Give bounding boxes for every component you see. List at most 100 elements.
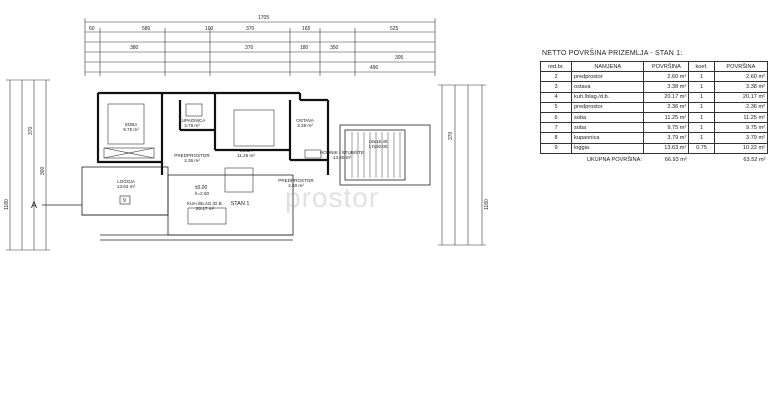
- dim-right: 370: [448, 131, 454, 140]
- cell: 6: [539, 111, 573, 124]
- room-area: 13.63 m²: [117, 184, 136, 189]
- section-marker-label: A: [31, 200, 37, 210]
- total-net: 63.52 m²: [743, 156, 766, 163]
- room-area: 13.60 m²: [333, 155, 352, 160]
- cell: 1: [688, 71, 715, 83]
- left-dimension-lines: [6, 79, 50, 251]
- room-name: KUPAONICA: [179, 118, 207, 123]
- overall-dimension: 1705: [258, 15, 269, 21]
- room-marker-text: 9: [123, 198, 126, 204]
- room-area: 11.25 m²: [237, 153, 255, 158]
- room-name: SOBA: [125, 122, 139, 127]
- cell: 1: [688, 81, 715, 93]
- cell: 8: [539, 132, 573, 144]
- area-table-title: NETTO POVRŠINA PRIZEMLJA - STAN 1:: [542, 50, 683, 57]
- right-dimension-lines: [438, 84, 486, 246]
- dim-top: 100: [205, 26, 214, 32]
- room-area: 2.36 m²: [184, 158, 200, 163]
- room-area: 2.60 m²: [288, 183, 304, 188]
- dim-top: 525: [390, 26, 399, 32]
- total-gross: 66.93 m²: [664, 156, 687, 163]
- table-row: 7 soba 9.75 m² 1 9.75 m²: [539, 122, 769, 134]
- table-row: 5 predprostor 2.36 m² 1 2.36 m²: [539, 101, 769, 113]
- table-row: 4 kuh./blag./d.b. 20.17 m² 1 20.17 m²: [539, 91, 769, 103]
- dim-right: 1180: [484, 199, 490, 210]
- cell: 3.38 m²: [643, 81, 690, 93]
- col-header: POVRŠINA: [713, 60, 769, 73]
- top-dimension-text: 1705 60 580 100 370 165 525 380 370 180 …: [89, 15, 404, 71]
- room-name: PREDPROSTOR: [174, 153, 210, 158]
- cell: 1: [688, 91, 715, 103]
- room-name: HODNIK I STUBIŠTE: [320, 149, 364, 155]
- room-area: 20.17 m²: [196, 206, 215, 211]
- right-dimension-text: 370 1180: [448, 131, 490, 210]
- room-name: KUH./BLAG./D.B.: [187, 201, 223, 206]
- level-label: ±0.00: [195, 185, 208, 191]
- cell: loggia: [571, 142, 645, 154]
- cell: 1: [688, 122, 715, 134]
- height-label: h=2.60: [195, 191, 210, 196]
- room-area: 9.75 m²: [123, 127, 139, 132]
- dim-top: 380: [130, 45, 139, 51]
- cell: 20.17 m²: [643, 91, 690, 103]
- cell: 3.79 m²: [643, 132, 690, 144]
- col-header: red.br.: [539, 60, 573, 73]
- cell: 2.60 m²: [713, 71, 769, 83]
- cell: soba: [571, 111, 645, 124]
- cell: 13.63 m²: [643, 142, 690, 154]
- walls: [96, 91, 330, 175]
- cell: 0.75: [688, 142, 715, 154]
- dim-left: 370: [28, 126, 34, 135]
- cell: 1: [688, 111, 715, 124]
- cell: predprostor: [571, 71, 645, 83]
- cell: [541, 153, 572, 164]
- cell: 4: [539, 91, 573, 103]
- room-name: PREDPROSTOR: [278, 178, 314, 183]
- cell: 2: [539, 71, 573, 83]
- dim-left: 300: [40, 166, 46, 175]
- cell: 11.25 m²: [713, 111, 769, 124]
- cell: 9.75 m²: [713, 122, 769, 134]
- cell: 3.38 m²: [713, 81, 769, 93]
- cell: 20.17 m²: [713, 91, 769, 103]
- cell: 9.75 m²: [643, 122, 690, 134]
- room-area: 3.38 m²: [297, 123, 313, 128]
- cell: [689, 153, 714, 164]
- unit-label: STAN 1: [231, 201, 250, 207]
- cell: 5: [539, 101, 573, 113]
- floor-plan: 1705 60 580 100 370 165 525 380 370 180 …: [4, 15, 490, 251]
- cell: 9: [539, 142, 573, 154]
- col-header: NAMJENA: [571, 60, 645, 73]
- table-row: 3 ostava 3.38 m² 1 3.38 m²: [539, 81, 769, 93]
- col-header: koef.: [688, 60, 715, 73]
- cell: 1: [688, 101, 715, 113]
- dim-top: 490: [370, 65, 379, 71]
- dim-top: 370: [246, 26, 255, 32]
- furniture: [103, 103, 322, 225]
- cell: ostava: [571, 81, 645, 93]
- cell: 2.36 m²: [713, 101, 769, 113]
- top-dimension-lines: [84, 18, 436, 76]
- table-row: 8 kupaonica 3.79 m² 1 3.79 m²: [539, 132, 769, 144]
- section-marker-a: A: [31, 200, 82, 210]
- dim-top: 350: [330, 45, 339, 51]
- dim-top: 60: [89, 26, 95, 32]
- stairs-label: 18x16.40: [369, 139, 388, 144]
- cell: 3: [539, 81, 573, 93]
- dim-top: 370: [245, 45, 254, 51]
- cell: 3.79 m²: [713, 132, 769, 144]
- cell: 10.22 m²: [713, 142, 769, 154]
- interior-lines: [81, 124, 431, 241]
- table-row: 2 predprostor 2.60 m² 1 2.60 m²: [539, 71, 769, 83]
- dim-top: 305: [395, 55, 404, 61]
- room-name: OSTAVA: [296, 118, 315, 123]
- cell: kupaonica: [571, 132, 645, 144]
- dim-top: 580: [142, 26, 151, 32]
- stairs-label-2: 17x30.00: [369, 144, 388, 149]
- table-row: 6 soba 11.25 m² 1 11.25 m²: [539, 111, 769, 124]
- room-name: SOBA: [240, 148, 254, 153]
- room-labels: SOBA 9.75 m² KUPAONICA 3.79 m² SOBA 11.2…: [117, 118, 388, 211]
- cell: 1: [688, 132, 715, 144]
- col-header: POVRŠINA: [643, 60, 690, 73]
- room-area: 3.79 m²: [184, 123, 200, 128]
